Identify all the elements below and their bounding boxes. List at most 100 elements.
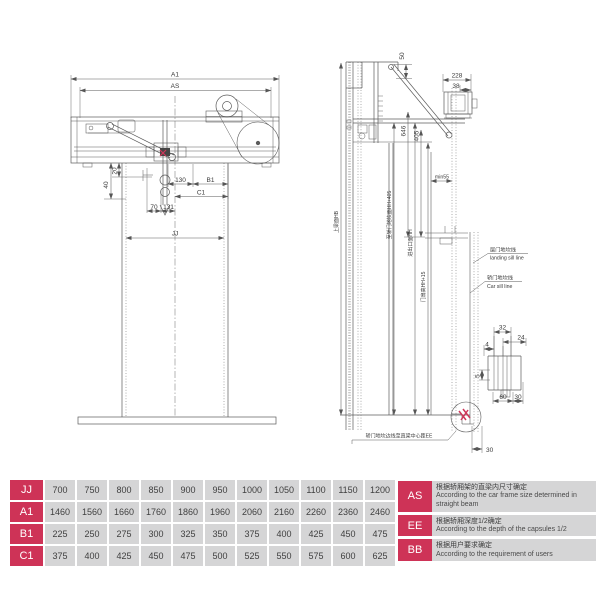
table-cell: 2360: [333, 502, 363, 522]
label-car-sill-en: Car sill line: [487, 284, 512, 290]
right-drawing: 50 228 38 646 405 min55 上梁面HB 至轿门地坎面HH+4…: [333, 52, 528, 454]
table-cell: 450: [141, 546, 171, 566]
legend-label: BB: [398, 539, 432, 562]
table-cell: 2060: [237, 502, 267, 522]
table-cell: 2460: [365, 502, 395, 522]
table-cell: 525: [237, 546, 267, 566]
table-cell: 350: [205, 524, 235, 544]
table-cell: 1150: [333, 480, 363, 500]
label-note: 轿门地坎边线至直梁中心距EE: [366, 433, 433, 440]
legend-description-cn: 根据用户要求确定: [436, 542, 492, 550]
row-label: JJ: [10, 480, 43, 500]
dim-405: 405: [414, 130, 421, 141]
dim-30: 30: [514, 394, 522, 401]
table-cell: 550: [269, 546, 299, 566]
label-door-face: 门扇高HH+15: [420, 271, 427, 302]
dim-jj: JJ: [172, 231, 179, 238]
legend-description-en: According to the requirement of users: [436, 550, 553, 558]
legend-label: EE: [398, 514, 432, 537]
table-cell: 1560: [77, 502, 107, 522]
legend-description-cn: 根据轿厢架的直梁内尺寸确定: [436, 484, 527, 491]
dim-646: 646: [401, 125, 408, 136]
dim-a1: A1: [171, 72, 179, 79]
table-cell: 500: [205, 546, 235, 566]
table-cell: 275: [109, 524, 139, 544]
dim-70: 70: [150, 204, 158, 211]
dim-30b: 30: [486, 447, 494, 454]
table-cell: 1860: [173, 502, 203, 522]
dim-as: AS: [171, 83, 180, 90]
table-cell: 1050: [269, 480, 299, 500]
dim-24: 24: [517, 335, 525, 342]
table-cell: 400: [77, 546, 107, 566]
table-cell: 750: [77, 480, 107, 500]
table-cell: 1960: [205, 502, 235, 522]
legend-description-en: According to the depth of the capsules 1…: [436, 525, 567, 533]
dim-38: 38: [452, 83, 460, 90]
table-cell: 425: [301, 524, 331, 544]
table-cell: 625: [365, 546, 395, 566]
dim-min55: min55: [435, 175, 449, 181]
table-cell: 375: [45, 546, 75, 566]
table-cell: 375: [237, 524, 267, 544]
dim-20: 20: [112, 167, 119, 175]
label-landing-sill-cn: 层门地坎线: [490, 246, 516, 254]
table-cell: 1460: [45, 502, 75, 522]
table-cell: 900: [173, 480, 203, 500]
dim-5: 5: [475, 374, 482, 378]
dim-50: 50: [399, 52, 406, 60]
dim-4: 4: [485, 342, 489, 349]
table-cell: 1200: [365, 480, 395, 500]
legend-description-cn: 根据轿厢深度1/2确定: [436, 517, 502, 525]
table-cell: 475: [365, 524, 395, 544]
label-car-sill-cn: 轿门地坎线: [487, 274, 513, 282]
table-cell: 250: [77, 524, 107, 544]
table-cell: 1760: [141, 502, 171, 522]
table-cell: 425: [109, 546, 139, 566]
legend-label: AS: [398, 481, 432, 512]
label-top-beam: 上梁面HB: [333, 210, 340, 233]
dim-b1: B1: [207, 177, 215, 184]
dim-40: 40: [103, 181, 110, 189]
table-cell: 325: [173, 524, 203, 544]
table-cell: 1660: [109, 502, 139, 522]
table-cell: 475: [173, 546, 203, 566]
legend-description-en: According to the car frame size determin…: [436, 492, 577, 508]
label-landing-sill-en: landing sill line: [490, 256, 524, 262]
dim-c1: C1: [197, 190, 206, 197]
table-cell: 2260: [301, 502, 331, 522]
dim-32: 32: [499, 325, 507, 332]
table-cell: 700: [45, 480, 75, 500]
table-cell: 2160: [269, 502, 299, 522]
table-cell: 225: [45, 524, 75, 544]
technical-drawing: A1 AS 130 B1 C1 70 131 40 20 JJ: [70, 52, 528, 454]
table-cell: 450: [333, 524, 363, 544]
dim-228: 228: [452, 73, 463, 80]
dim-60: 60: [499, 394, 507, 401]
dim-130: 130: [175, 177, 186, 184]
table-cell: 600: [333, 546, 363, 566]
table-cell: 400: [269, 524, 299, 544]
row-label: B1: [10, 524, 43, 544]
label-to-car-sill: 至轿门地坎面HH+405: [386, 191, 393, 240]
row-label: C1: [10, 546, 43, 566]
table-cell: 850: [141, 480, 171, 500]
table-cell: 800: [109, 480, 139, 500]
label-entrance-face: 进出口面HH: [407, 229, 414, 257]
table-cell: 575: [301, 546, 331, 566]
table-cell: 1100: [301, 480, 331, 500]
table-cell: 300: [141, 524, 171, 544]
